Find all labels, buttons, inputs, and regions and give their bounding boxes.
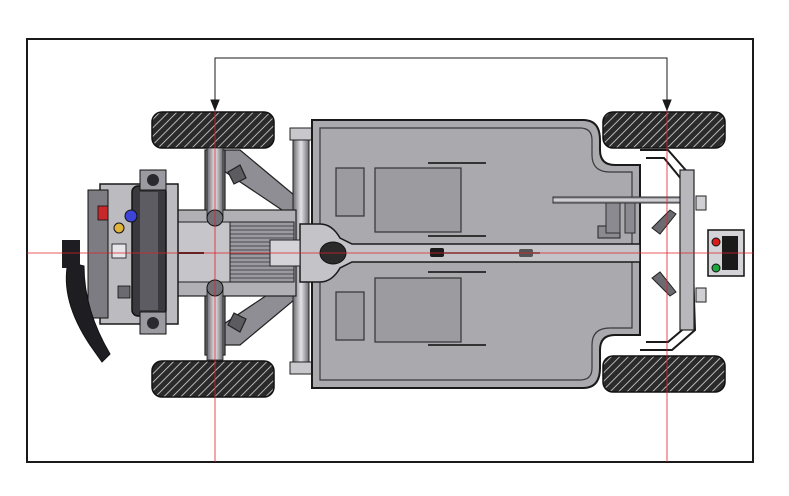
- red-fitting: [97, 205, 109, 221]
- rear-arrowhead: [210, 99, 220, 112]
- intake-hose: [65, 261, 111, 363]
- seat-left-front: [374, 167, 462, 233]
- gear-lever: [430, 248, 444, 257]
- front-left-tire: [602, 111, 726, 149]
- centerlines: [27, 104, 753, 462]
- engine: [62, 169, 204, 363]
- rear-pad-left: [335, 167, 365, 217]
- green-indicator: [711, 263, 721, 273]
- front-right-tire: [602, 355, 726, 393]
- rear-left-tire: [151, 111, 275, 149]
- rear-right-tire: [151, 360, 275, 398]
- yellow-fitting: [113, 222, 125, 234]
- blue-reservoir: [124, 209, 138, 223]
- front-arrowhead: [662, 99, 672, 112]
- red-indicator: [711, 237, 721, 247]
- rear-pad-right: [335, 291, 365, 341]
- wheelbase-dimension: [210, 57, 672, 112]
- seat-right-front: [374, 277, 462, 343]
